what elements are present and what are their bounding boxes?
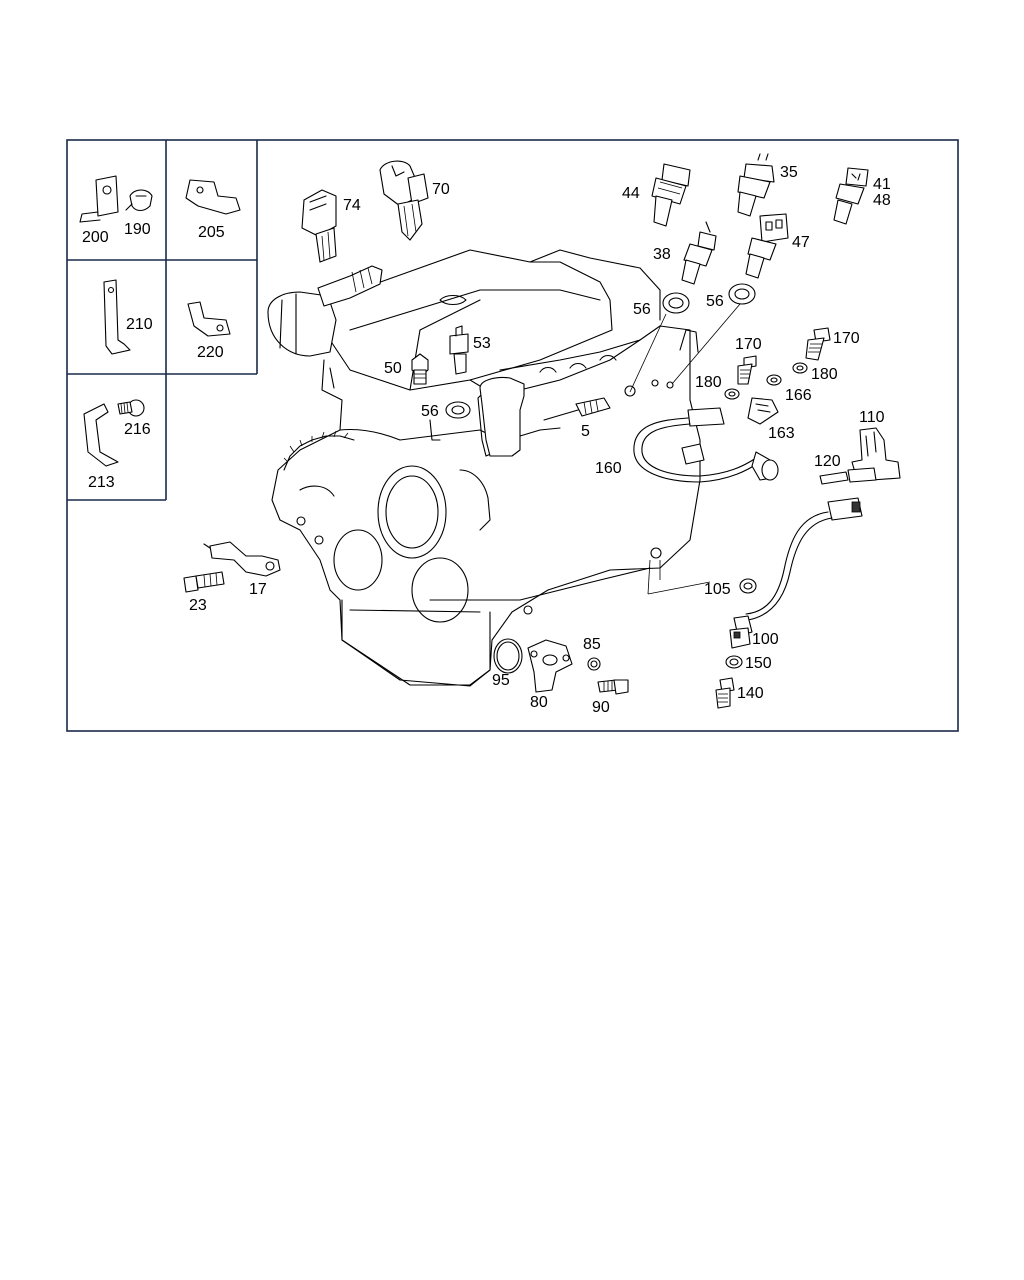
label-5: 5 xyxy=(581,423,590,440)
bracket-213 xyxy=(83,403,119,467)
label-56-mid: 56 xyxy=(633,301,651,318)
label-216: 216 xyxy=(124,421,151,438)
bolt-170-left xyxy=(737,355,757,385)
label-38: 38 xyxy=(653,246,671,263)
sensor-cable-160 xyxy=(633,407,779,483)
label-105: 105 xyxy=(704,581,731,598)
label-170-right: 170 xyxy=(833,330,860,347)
label-56-left: 56 xyxy=(421,403,439,420)
clip-190 xyxy=(125,189,153,212)
bracket-205 xyxy=(185,179,241,215)
label-85: 85 xyxy=(583,636,601,653)
ring-105 xyxy=(739,578,757,594)
sensor-35 xyxy=(737,153,775,217)
bracket-220 xyxy=(187,301,231,337)
plug-50 xyxy=(411,353,429,385)
connector-74 xyxy=(301,189,337,263)
label-41: 41 xyxy=(873,176,891,193)
sensor-41-48 xyxy=(833,167,869,225)
label-48: 48 xyxy=(873,192,891,209)
bolt-140 xyxy=(715,677,735,709)
o-ring-95 xyxy=(493,638,523,674)
label-166: 166 xyxy=(785,387,812,404)
label-160: 160 xyxy=(595,460,622,477)
label-140: 140 xyxy=(737,685,764,702)
washer-56-right-a xyxy=(662,292,690,314)
washer-85 xyxy=(587,657,601,671)
label-50: 50 xyxy=(384,360,402,377)
sensor-47 xyxy=(745,213,789,279)
label-170-left: 170 xyxy=(735,336,762,353)
label-100: 100 xyxy=(752,631,779,648)
sensor-80 xyxy=(527,639,573,693)
label-120: 120 xyxy=(814,453,841,470)
diagram-frame xyxy=(66,139,959,732)
callout-labels: 200 190 205 210 220 216 213 74 70 50 53 … xyxy=(82,164,891,716)
ring-166 xyxy=(766,374,782,386)
bolt-90 xyxy=(597,679,629,695)
label-70: 70 xyxy=(432,181,450,198)
bracket-17 xyxy=(203,541,281,577)
leader-lines xyxy=(629,303,741,595)
label-150: 150 xyxy=(745,655,772,672)
washer-56-right-b xyxy=(728,283,756,305)
label-17: 17 xyxy=(249,581,267,598)
label-110: 110 xyxy=(859,409,885,426)
bolt-23 xyxy=(183,571,225,593)
label-213: 213 xyxy=(88,474,115,491)
bolt-216 xyxy=(117,399,145,417)
label-53: 53 xyxy=(473,335,491,352)
sensor-163 xyxy=(747,397,779,425)
bracket-210 xyxy=(103,279,131,355)
washer-56-left xyxy=(445,401,471,419)
engine-block xyxy=(267,249,701,687)
label-180-left: 180 xyxy=(695,374,722,391)
label-90: 90 xyxy=(592,699,610,716)
label-220: 220 xyxy=(197,344,224,361)
washer-180-left xyxy=(724,388,740,400)
washer-180-right xyxy=(792,362,808,374)
glow-plug-5 xyxy=(543,397,611,421)
bracket-200 xyxy=(79,175,119,223)
label-35: 35 xyxy=(780,164,798,181)
label-44: 44 xyxy=(622,185,640,202)
pin-120 xyxy=(819,471,849,485)
label-190: 190 xyxy=(124,221,151,238)
connector-70 xyxy=(379,160,429,241)
sensor-53 xyxy=(449,325,469,375)
label-205: 205 xyxy=(198,224,225,241)
label-56-right: 56 xyxy=(706,293,724,310)
bolt-170-right xyxy=(805,327,831,361)
sensor-cable-100 xyxy=(729,497,863,649)
label-80: 80 xyxy=(530,694,548,711)
label-210: 210 xyxy=(126,316,153,333)
label-200: 200 xyxy=(82,229,109,246)
ring-150 xyxy=(725,655,743,669)
bracket-110 xyxy=(847,427,901,483)
sensor-38 xyxy=(681,221,717,285)
label-47: 47 xyxy=(792,234,810,251)
label-95: 95 xyxy=(492,672,510,689)
label-74: 74 xyxy=(343,197,361,214)
label-23: 23 xyxy=(189,597,207,614)
sensor-44 xyxy=(651,163,691,227)
label-180-right: 180 xyxy=(811,366,838,383)
label-163: 163 xyxy=(768,425,795,442)
